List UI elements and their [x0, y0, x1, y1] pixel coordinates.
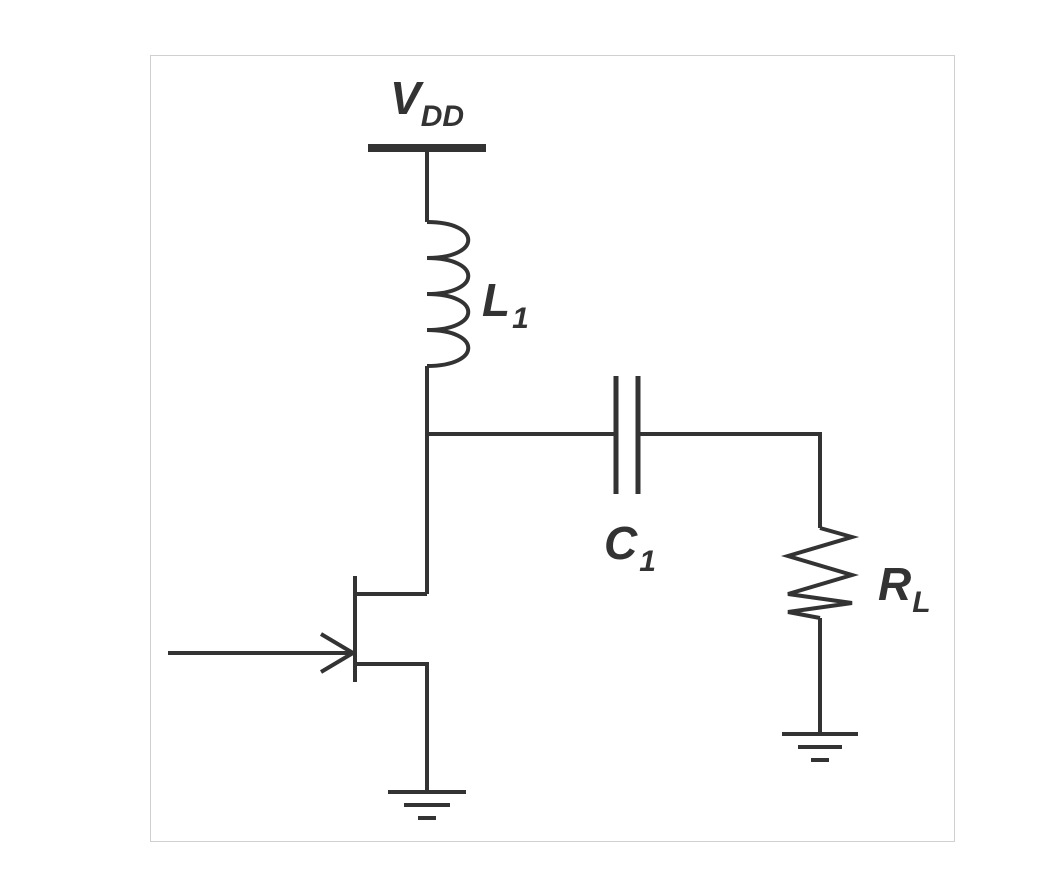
load-ground-icon	[782, 732, 858, 762]
input-arrow-icon	[168, 632, 357, 674]
inductor-label: L1	[482, 274, 529, 335]
inductor-l1-symbol	[426, 220, 471, 368]
capacitor-to-load-wire	[640, 432, 822, 528]
load-resistor-label: RL	[878, 558, 931, 619]
transistor-source-lead	[355, 662, 429, 792]
capacitor-label: C1	[604, 517, 656, 578]
transistor-symbol	[353, 576, 429, 792]
vdd-label: VDD	[390, 72, 464, 133]
load-resistor-symbol	[780, 526, 860, 620]
transistor-ground-icon	[388, 790, 466, 820]
